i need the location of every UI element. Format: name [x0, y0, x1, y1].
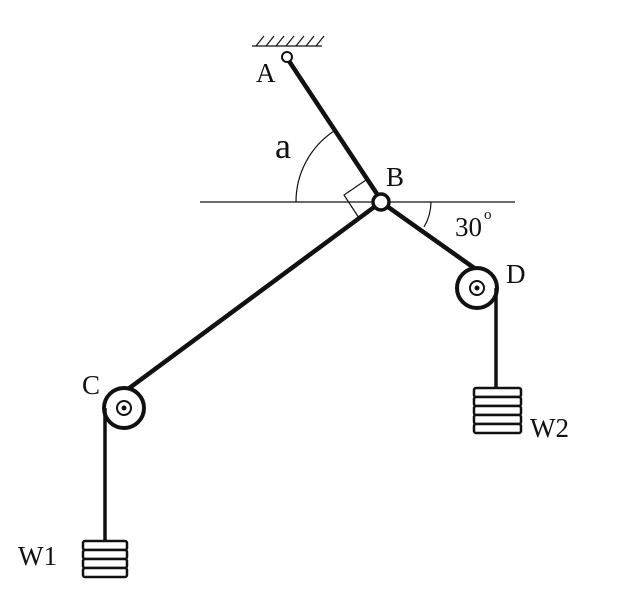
- label-w2: W2: [530, 413, 569, 443]
- label-c: C: [82, 370, 100, 400]
- fixed-support: [252, 35, 325, 47]
- label-w1: W1: [18, 541, 57, 571]
- pulley-d: [455, 266, 499, 310]
- right-angle-marker: [343, 179, 367, 219]
- pin-joint-b: [371, 192, 391, 212]
- label-angle-30: 30: [455, 212, 482, 242]
- rod-bc: [117, 199, 384, 398]
- label-d: D: [506, 259, 526, 289]
- rod-bd: [378, 199, 480, 273]
- pin-joint-a: [281, 51, 293, 63]
- weight-w2-block: [472, 386, 523, 435]
- angle-30-arc: [423, 201, 432, 228]
- angle-a-arc: [295, 130, 335, 203]
- label-a: A: [256, 58, 276, 88]
- weight-w1-block: [81, 539, 129, 579]
- label-angle-a: a: [275, 126, 291, 166]
- label-degree-mark: o: [484, 207, 492, 223]
- pulley-c: [102, 386, 146, 430]
- label-b: B: [386, 162, 404, 192]
- rod-ab: [284, 55, 384, 203]
